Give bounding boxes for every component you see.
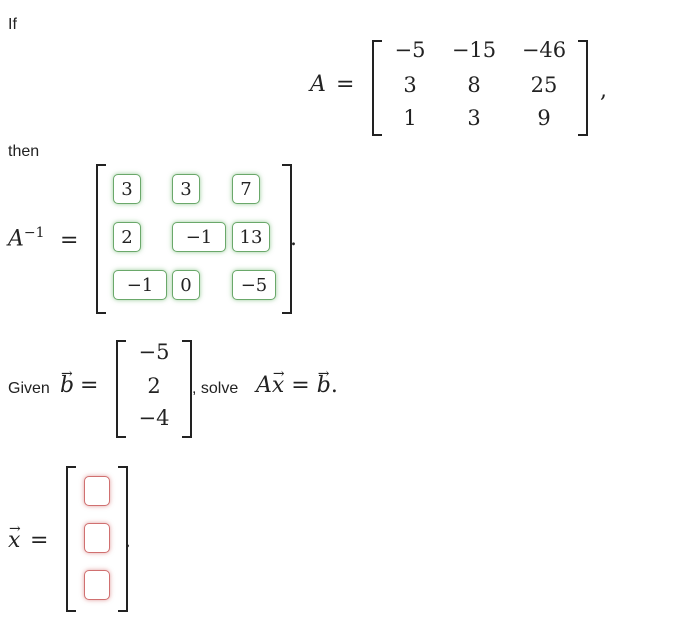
comma: , [600, 78, 607, 103]
right-bracket [118, 466, 128, 612]
solve-label: , solve [192, 380, 239, 397]
right-bracket [578, 40, 588, 136]
inverse-entry-input[interactable]: 7 [232, 174, 260, 204]
inverse-entry-input[interactable]: 3 [172, 174, 200, 204]
matrix-a-cell: 9 [537, 106, 551, 130]
inverse-entry-input[interactable]: 3 [113, 174, 141, 204]
if-label: If [8, 16, 17, 33]
inverse-entry-input[interactable]: −1 [113, 270, 167, 300]
equals-sign: = [60, 228, 79, 253]
vector-b-symbol: b→ [60, 366, 75, 398]
vector-b-cell: −4 [138, 406, 170, 430]
inverse-entry-input[interactable]: 2 [113, 222, 141, 252]
given-label: Given [8, 380, 50, 397]
inverse-entry-input[interactable]: 13 [232, 222, 270, 252]
matrix-a-cell: 1 [403, 106, 417, 130]
left-bracket [116, 340, 126, 438]
equals-sign: = [80, 373, 99, 398]
then-label: then [8, 143, 40, 160]
matrix-a-cell: 8 [467, 73, 481, 97]
matrix-a-symbol: A [310, 72, 326, 97]
inverse-entry-input[interactable]: 0 [172, 270, 200, 300]
right-bracket [282, 164, 292, 314]
left-bracket [66, 466, 76, 612]
inverse-entry-input[interactable]: −5 [232, 270, 276, 300]
solution-entry-input[interactable] [84, 570, 110, 600]
vector-b-cell: −5 [138, 340, 170, 364]
period: . [124, 528, 131, 553]
equation-ax-b: Ax→ = b→. [256, 366, 338, 398]
matrix-a-cell: 3 [403, 73, 417, 97]
matrix-a-cell: −15 [451, 38, 497, 62]
left-bracket [96, 164, 106, 314]
left-bracket [372, 40, 382, 136]
solution-entry-input[interactable] [84, 476, 110, 506]
vector-x-symbol: x→ [8, 521, 21, 553]
matrix-a-cell: 25 [530, 73, 558, 97]
matrix-a-cell: −46 [521, 38, 567, 62]
matrix-a-cell: 3 [467, 106, 481, 130]
solution-entry-input[interactable] [84, 523, 110, 553]
inverse-entry-input[interactable]: −1 [172, 222, 226, 252]
equals-sign: = [336, 72, 355, 97]
matrix-a-cell: −5 [394, 38, 426, 62]
period: . [290, 226, 297, 251]
vector-b-cell: 2 [147, 374, 161, 398]
equals-sign: = [30, 528, 49, 553]
right-bracket [182, 340, 192, 438]
inverse-symbol: A−1 [8, 225, 45, 252]
